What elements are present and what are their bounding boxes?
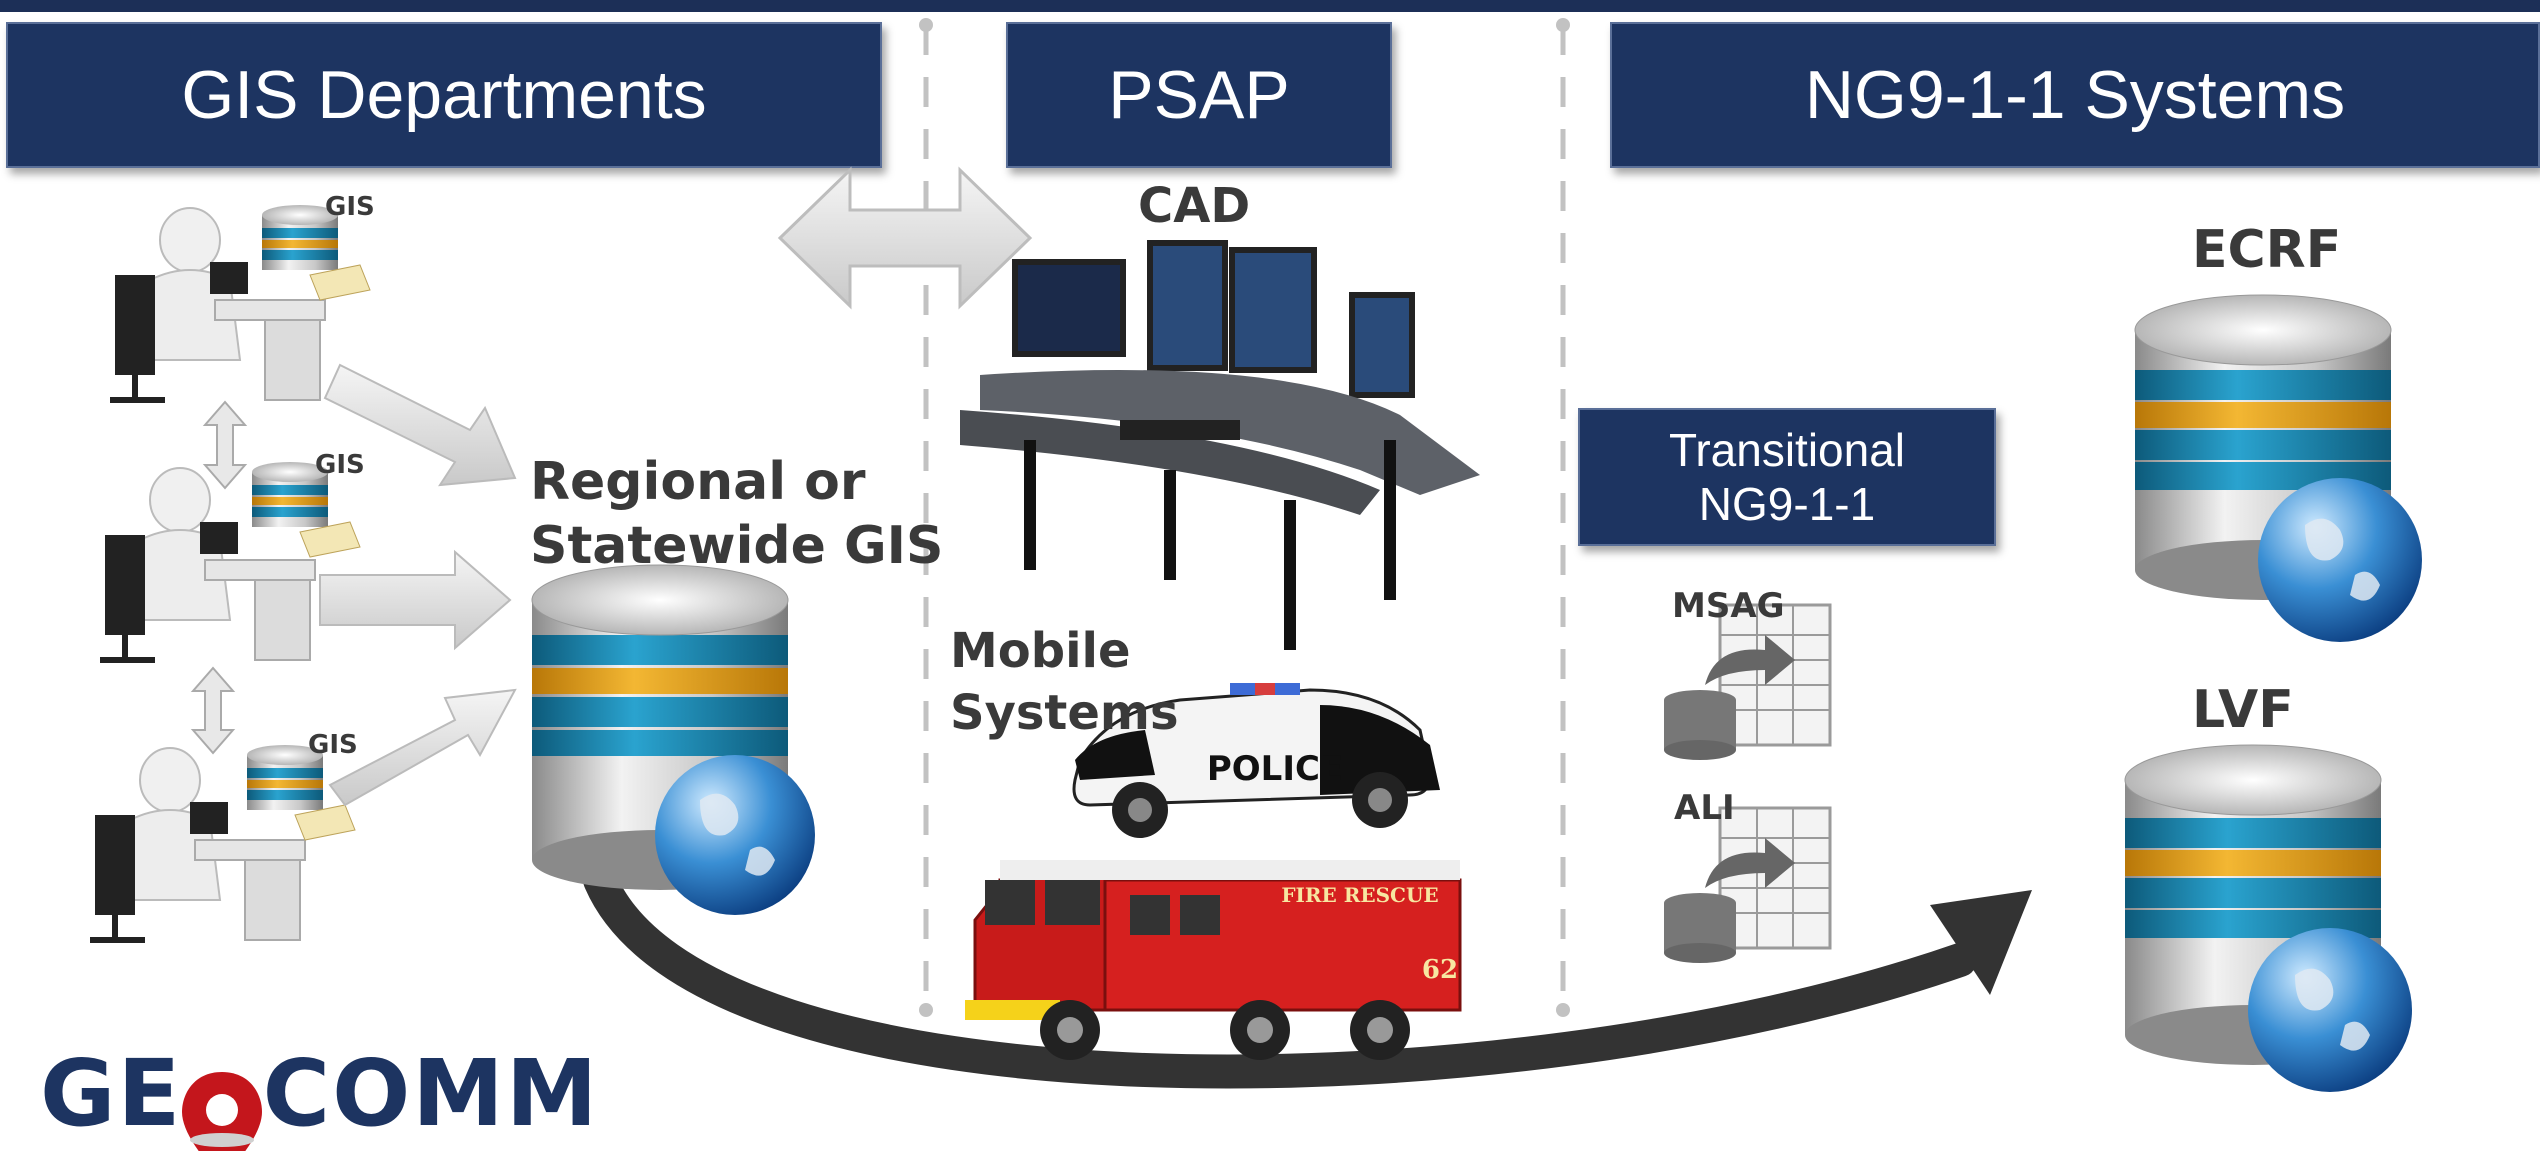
transitional-line2: NG9-1-1 [1698, 478, 1876, 530]
transitional-line1: Transitional [1668, 424, 1906, 476]
worker-link-arrow-2 [190, 666, 236, 755]
header-ng911-systems: NG9-1-1 Systems [1610, 22, 2540, 168]
mobile-line1: Mobile [950, 623, 1131, 679]
header-transitional-ng911: Transitional NG9-1-1 [1578, 408, 1996, 546]
logo-part3: COMM [262, 1040, 600, 1147]
arrow-to-regional-1 [323, 363, 517, 487]
header-psap: PSAP [1006, 22, 1392, 168]
fire-rescue-text: FIRE RESCUE [1281, 883, 1438, 907]
lvf-database [2124, 744, 2412, 1092]
regional-gis-database [531, 564, 815, 915]
police-car [1072, 683, 1440, 838]
lvf-label: LVF [2192, 680, 2294, 740]
small-gis-db-3 [247, 745, 356, 841]
msag-icon [1664, 603, 1832, 760]
regional-line2: Statewide GIS [530, 516, 944, 576]
cad-label: CAD [1138, 178, 1251, 234]
regional-line1: Regional or [530, 452, 866, 512]
header-gis-departments-text: GIS Departments [181, 57, 707, 133]
fire-truck [965, 860, 1462, 1060]
geocomm-logo: GEOCOMM [40, 1040, 599, 1147]
small-gis-db-2 [252, 462, 361, 558]
gis-worker-2 [100, 467, 316, 663]
arrow-to-regional-3 [328, 688, 517, 807]
curved-flow-arrowhead [1930, 890, 2032, 995]
mobile-line2: Systems [950, 685, 1179, 741]
top-bar [0, 0, 2540, 12]
ali-icon [1664, 806, 1832, 963]
ecrf-database [2134, 294, 2422, 642]
header-psap-text: PSAP [1108, 57, 1290, 133]
header-ng911-text: NG9-1-1 Systems [1804, 57, 2346, 133]
header-gis-departments: GIS Departments [6, 22, 882, 168]
cad-workstation [960, 240, 1480, 650]
truck-number-text: 62 [1422, 955, 1458, 985]
gis-label-2: GIS [315, 450, 365, 480]
logo-part1: GE [40, 1040, 183, 1147]
geocomm-pin-icon [182, 1072, 262, 1151]
msag-label: MSAG [1672, 586, 1785, 626]
bidirectional-arrow [777, 166, 1033, 310]
regional-gis-label: Regional or Statewide GIS [530, 450, 943, 578]
ali-label: ALI [1674, 788, 1735, 828]
police-text: POLICE [1207, 749, 1343, 789]
small-gis-db-1 [262, 205, 371, 301]
ecrf-label: ECRF [2192, 220, 2342, 280]
gis-label-3: GIS [308, 730, 358, 760]
mobile-systems-label: Mobile Systems [950, 620, 1179, 744]
gis-label-1: GIS [325, 192, 375, 222]
gis-worker-3 [90, 747, 306, 943]
curved-flow-arrow [583, 863, 1977, 1089]
arrow-to-regional-2 [319, 549, 512, 651]
worker-link-arrow-1 [202, 400, 248, 490]
gis-worker-1 [110, 207, 326, 403]
